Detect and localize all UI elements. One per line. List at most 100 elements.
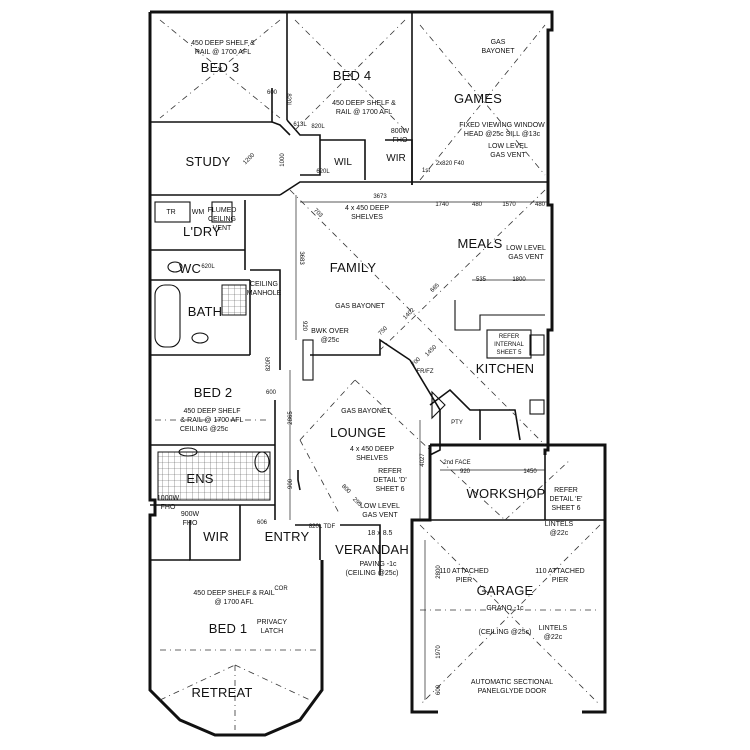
note: 2nd FACE — [443, 460, 470, 466]
dimension-label: 620L — [201, 264, 215, 270]
pantry-marker — [431, 390, 446, 420]
note: 1000W — [157, 495, 180, 502]
note: LOW LEVEL — [488, 143, 528, 150]
cooktop — [529, 334, 545, 356]
note: 450 DEEP SHELF & — [191, 40, 255, 47]
note: PTY — [451, 420, 463, 426]
dimension-label: 1800 — [512, 277, 526, 283]
note: GAS BAYONET — [335, 303, 385, 310]
room-label-meals: MEALS — [457, 236, 502, 251]
family-dim-block — [302, 339, 314, 381]
dimension-label: 750 — [378, 325, 390, 337]
wall-wil — [320, 139, 366, 180]
note: GAS VENT — [490, 152, 526, 159]
note: FHO — [183, 520, 198, 527]
annotation-notes: 450 DEEP SHELF & RAIL @ 1700 AFL 450 DEE… — [157, 39, 585, 695]
note: BAYONET — [482, 48, 516, 55]
wc-toilet — [167, 261, 183, 273]
dimension-label: 606 — [257, 520, 268, 526]
room-label-laundry: L'DRY — [183, 224, 221, 239]
room-label-workshop: WORKSHOP — [467, 486, 546, 501]
room-label-garage: GARAGE — [477, 583, 534, 598]
room-label-study: STUDY — [185, 154, 230, 169]
note: REFER — [554, 487, 578, 494]
dimension-label: 1970 — [436, 645, 442, 659]
exterior-walls — [148, 10, 607, 737]
note: 18 x 8.5 — [368, 530, 393, 537]
dimension-label: 2800 — [436, 565, 442, 579]
dimension-label: 820L — [285, 93, 291, 107]
note: CEILING — [250, 281, 278, 288]
note: @25c — [321, 337, 340, 344]
room-label-bed3: BED 3 — [201, 60, 240, 75]
fixtures — [154, 201, 545, 501]
dimension-label: 600 — [436, 684, 442, 695]
note: HEAD @25c SILL @13c — [464, 131, 541, 138]
note: PRIVACY — [257, 619, 288, 626]
note: FHO — [161, 504, 176, 511]
dimension-label: 4027 — [420, 453, 426, 467]
note: PIER — [552, 577, 568, 584]
kitchen-bench — [454, 300, 545, 331]
dimension-label: 900 — [288, 478, 294, 489]
note: PIER — [456, 577, 472, 584]
note: PANELGLYDE DOOR — [478, 688, 547, 695]
note: SHEET 6 — [375, 486, 404, 493]
note: GAS — [491, 39, 506, 46]
note: DETAIL 'E' — [549, 496, 582, 503]
note: 800W — [391, 128, 410, 135]
room-label-verandah: VERANDAH — [335, 542, 409, 557]
dimension-label: 480 — [472, 202, 483, 208]
room-label-family: FAMILY — [330, 260, 377, 275]
room-label-games: GAMES — [454, 91, 502, 106]
wall-lounge-kitchen — [409, 359, 441, 456]
dimension-label: 600 — [267, 90, 278, 96]
dimension-label: 613L — [293, 122, 307, 128]
note: FR/FZ — [417, 369, 434, 375]
room-labels: BED 3 BED 4 GAMES STUDY L'DRY WC BATH FA… — [179, 60, 545, 700]
exterior-wall-north-west — [150, 10, 554, 455]
dimension-label: 1740 — [435, 202, 449, 208]
dimension-label: 920 — [460, 469, 471, 475]
laundry-trough — [154, 201, 191, 223]
room-label-wc: WC — [179, 261, 201, 276]
note: INTERNAL — [494, 342, 524, 348]
dimension-label: 620L — [316, 169, 330, 175]
note: COR — [274, 586, 288, 592]
wall-entry — [295, 524, 321, 560]
washing-machine — [211, 201, 233, 223]
note: 110 ATTACHED — [535, 568, 584, 575]
note: CEILING @25c — [180, 426, 229, 433]
dimension-label: 1570 — [502, 202, 516, 208]
wall-pantry-south — [479, 409, 521, 441]
dimension-label: 600 — [266, 390, 277, 396]
dimension-label: 700 — [411, 356, 423, 368]
wall-lounge-west — [297, 470, 301, 491]
ensuite-tiles — [157, 451, 271, 501]
dimension-label: 1450 — [523, 469, 537, 475]
note: (CEILING @25c) — [478, 629, 531, 636]
note: LATCH — [261, 628, 283, 635]
room-label-wil: WIL — [334, 157, 352, 168]
dimension-label: 665 — [430, 282, 442, 294]
dimension-label: 820R — [266, 356, 272, 371]
ens-toilet — [254, 451, 270, 473]
note: 4 x 450 DEEP — [345, 205, 389, 212]
dimension-label: 800 — [340, 484, 352, 496]
room-label-entry: ENTRY — [265, 529, 310, 544]
note: 450 DEEP SHELF — [183, 408, 240, 415]
dimension-lines — [289, 195, 548, 700]
room-label-lounge: LOUNGE — [330, 425, 386, 440]
ceiling-lines — [155, 19, 601, 730]
dimension-label: 3683 — [298, 251, 304, 265]
wall-pantry — [429, 388, 480, 411]
note: LOW LEVEL — [360, 503, 400, 510]
note: REFER — [499, 334, 520, 340]
dimension-label: 480 — [535, 202, 546, 208]
note: SHEET 5 — [497, 350, 523, 356]
note: DETAIL 'D' — [373, 477, 406, 484]
note: 1st — [422, 168, 430, 174]
room-label-bed2: BED 2 — [194, 385, 233, 400]
wall-bed4-robe — [286, 119, 321, 176]
